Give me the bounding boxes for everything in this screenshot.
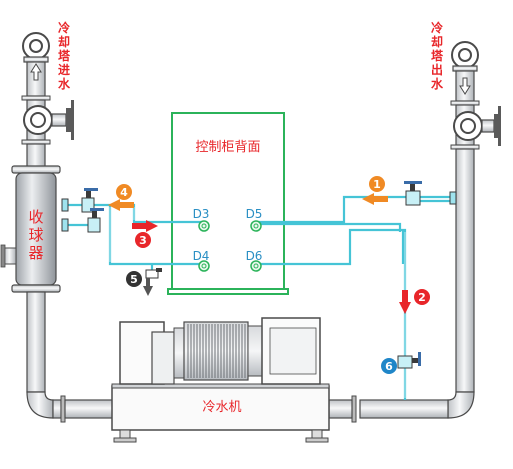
ball-collector: 收 球 器 — [0, 165, 61, 293]
control-cabinet-back: 控制柜背面 — [167, 112, 289, 295]
label-tower-inlet: 冷 却 塔 进 水 — [58, 20, 71, 91]
tower-inlet-char-1: 冷 — [58, 20, 70, 35]
left-inlet-pipe — [21, 32, 74, 169]
badge-5: 5 — [126, 271, 142, 287]
arrow-right-red-3 — [132, 220, 158, 232]
badge-4-text: 4 — [120, 186, 128, 199]
arrow-left-orange-4 — [108, 199, 134, 211]
badge-4: 4 — [116, 184, 132, 200]
collector-label-2: 球 — [28, 226, 43, 244]
port-d5: D5 — [246, 207, 263, 232]
small-valve-left-bottom — [61, 208, 104, 233]
badge-3: 3 — [135, 232, 151, 248]
chiller-label: 冷水机 — [202, 400, 241, 415]
port-d4-label: D4 — [193, 249, 210, 263]
label-tower-outlet: 冷 却 塔 出 水 — [431, 20, 444, 91]
port-d6-label: D6 — [246, 249, 263, 263]
collector-label-1: 收 — [28, 208, 43, 226]
tower-inlet-char-4: 进 — [58, 62, 70, 77]
small-valve-left-top — [61, 188, 98, 213]
tower-outlet-char-5: 水 — [431, 76, 444, 91]
port-d3: D3 — [193, 207, 210, 232]
badge-1-text: 1 — [373, 178, 381, 191]
drain-valve-5 — [145, 268, 162, 279]
badge-2-text: 2 — [418, 291, 426, 304]
badge-3-text: 3 — [139, 234, 147, 247]
chiller-unit: 冷水机 — [111, 317, 330, 443]
port-d4: D4 — [193, 249, 210, 272]
tower-inlet-char-2: 却 — [58, 34, 70, 49]
tower-outlet-char-4: 出 — [431, 62, 443, 77]
tower-outlet-char-1: 冷 — [431, 20, 443, 35]
badge-1: 1 — [369, 176, 385, 192]
sampling-lines-inner — [109, 207, 406, 398]
badge-6-text: 6 — [385, 360, 393, 373]
right-outlet-pipe — [328, 41, 501, 423]
port-d3-label: D3 — [193, 207, 210, 221]
small-valve-6 — [397, 352, 421, 369]
arrow-down-dark-5 — [143, 278, 153, 296]
tower-outlet-char-2: 却 — [431, 34, 443, 49]
port-d5-label: D5 — [246, 207, 263, 221]
panel-title: 控制柜背面 — [195, 140, 260, 155]
badge-5-text: 5 — [130, 273, 138, 286]
badge-2: 2 — [414, 289, 430, 305]
arrow-left-orange-1 — [362, 193, 388, 205]
tower-outlet-char-3: 塔 — [431, 48, 444, 63]
small-valve-right — [404, 181, 457, 206]
tower-inlet-char-3: 塔 — [58, 48, 71, 63]
badge-6: 6 — [381, 358, 397, 374]
tower-inlet-char-5: 水 — [58, 76, 71, 91]
arrow-down-red-2 — [399, 290, 411, 314]
collector-label-3: 器 — [28, 244, 43, 262]
left-lower-pipe — [26, 291, 116, 423]
chiller-fins — [187, 324, 246, 378]
port-d6: D6 — [246, 249, 263, 272]
